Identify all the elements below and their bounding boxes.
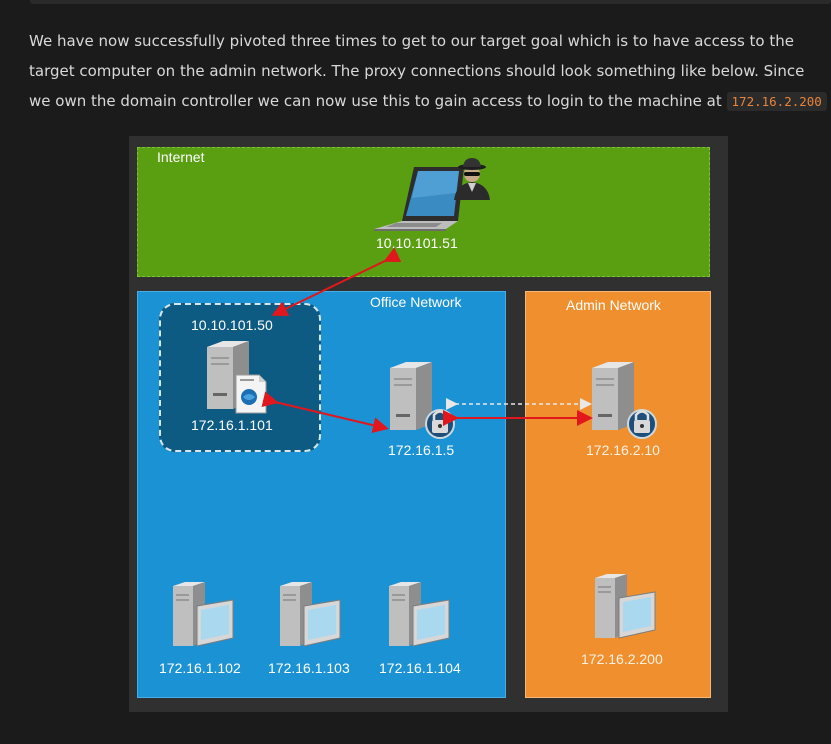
paragraph-text: We have now successfully pivoted three t…	[29, 32, 805, 110]
pivot-server-icon	[207, 341, 267, 414]
workstation-2-ip: 172.16.1.103	[268, 660, 350, 676]
network-pivot-diagram: Internet Office Network Admin Network 10…	[129, 136, 728, 712]
pivot-internal-ip: 172.16.1.101	[191, 417, 273, 433]
dc-ip: 172.16.1.5	[388, 442, 455, 458]
admin-target-workstation-icon	[595, 574, 656, 639]
internet-zone-label: Internet	[157, 149, 205, 165]
inline-code-ip: 172.16.2.200	[726, 92, 827, 111]
workstation-3-ip: 172.16.1.104	[379, 660, 461, 676]
workstation-1-ip: 172.16.1.102	[159, 660, 241, 676]
admin-target-ip: 172.16.2.200	[581, 651, 663, 667]
hacker-icon	[454, 158, 490, 200]
admin-server-ip: 172.16.2.10	[586, 442, 660, 458]
admin-network-label: Admin Network	[566, 297, 661, 313]
link-pivot-to-dc	[261, 391, 389, 434]
link-attacker-to-pivot	[271, 247, 402, 316]
lock-icon	[627, 409, 657, 439]
previous-code-block-edge	[30, 0, 831, 4]
connection-overlay	[261, 247, 593, 434]
article-paragraph: We have now successfully pivoted three t…	[29, 26, 829, 117]
web-doc-icon	[235, 374, 267, 414]
workstation-2-icon	[280, 582, 341, 647]
laptop-icon	[374, 167, 464, 231]
attacker-ip: 10.10.101.51	[376, 235, 458, 251]
workstation-3-icon	[389, 582, 450, 647]
dc-server-icon	[390, 362, 455, 439]
pivot-external-ip: 10.10.101.50	[191, 317, 273, 333]
workstation-1-icon	[173, 582, 234, 647]
admin-server-icon	[592, 362, 657, 439]
